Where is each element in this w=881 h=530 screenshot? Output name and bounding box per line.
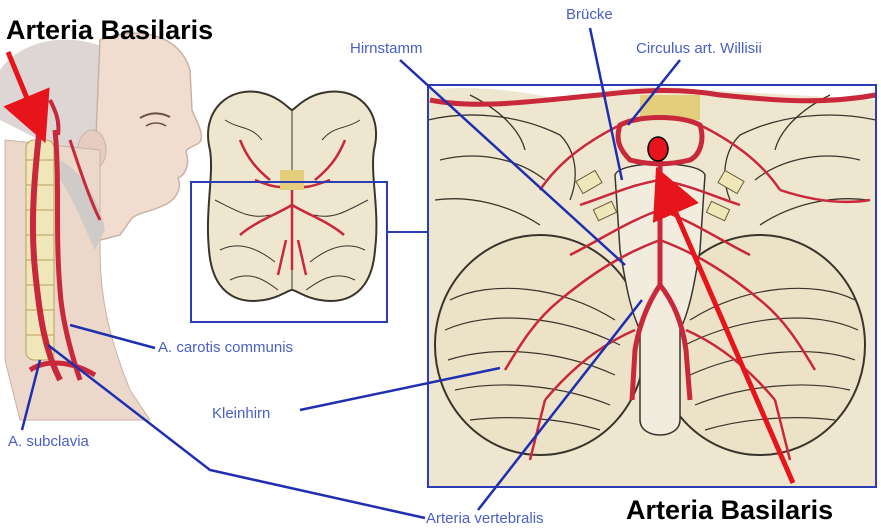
label-vertebralis: Arteria vertebralis: [426, 510, 544, 527]
label-kleinhirn: Kleinhirn: [212, 405, 270, 422]
basilaris-marker: [648, 137, 668, 161]
label-circulus: Circulus art. Willisii: [636, 40, 762, 57]
label-bruecke: Brücke: [566, 6, 613, 23]
head-neck-illustration: [0, 33, 201, 420]
brain-overview-small: [208, 92, 376, 301]
label-carotis: A. carotis communis: [158, 339, 293, 356]
title-bottom-right: Arteria Basilaris: [626, 495, 833, 526]
label-subclavia: A. subclavia: [8, 433, 89, 450]
label-hirnstamm: Hirnstamm: [350, 40, 423, 57]
title-top-left: Arteria Basilaris: [6, 15, 213, 46]
